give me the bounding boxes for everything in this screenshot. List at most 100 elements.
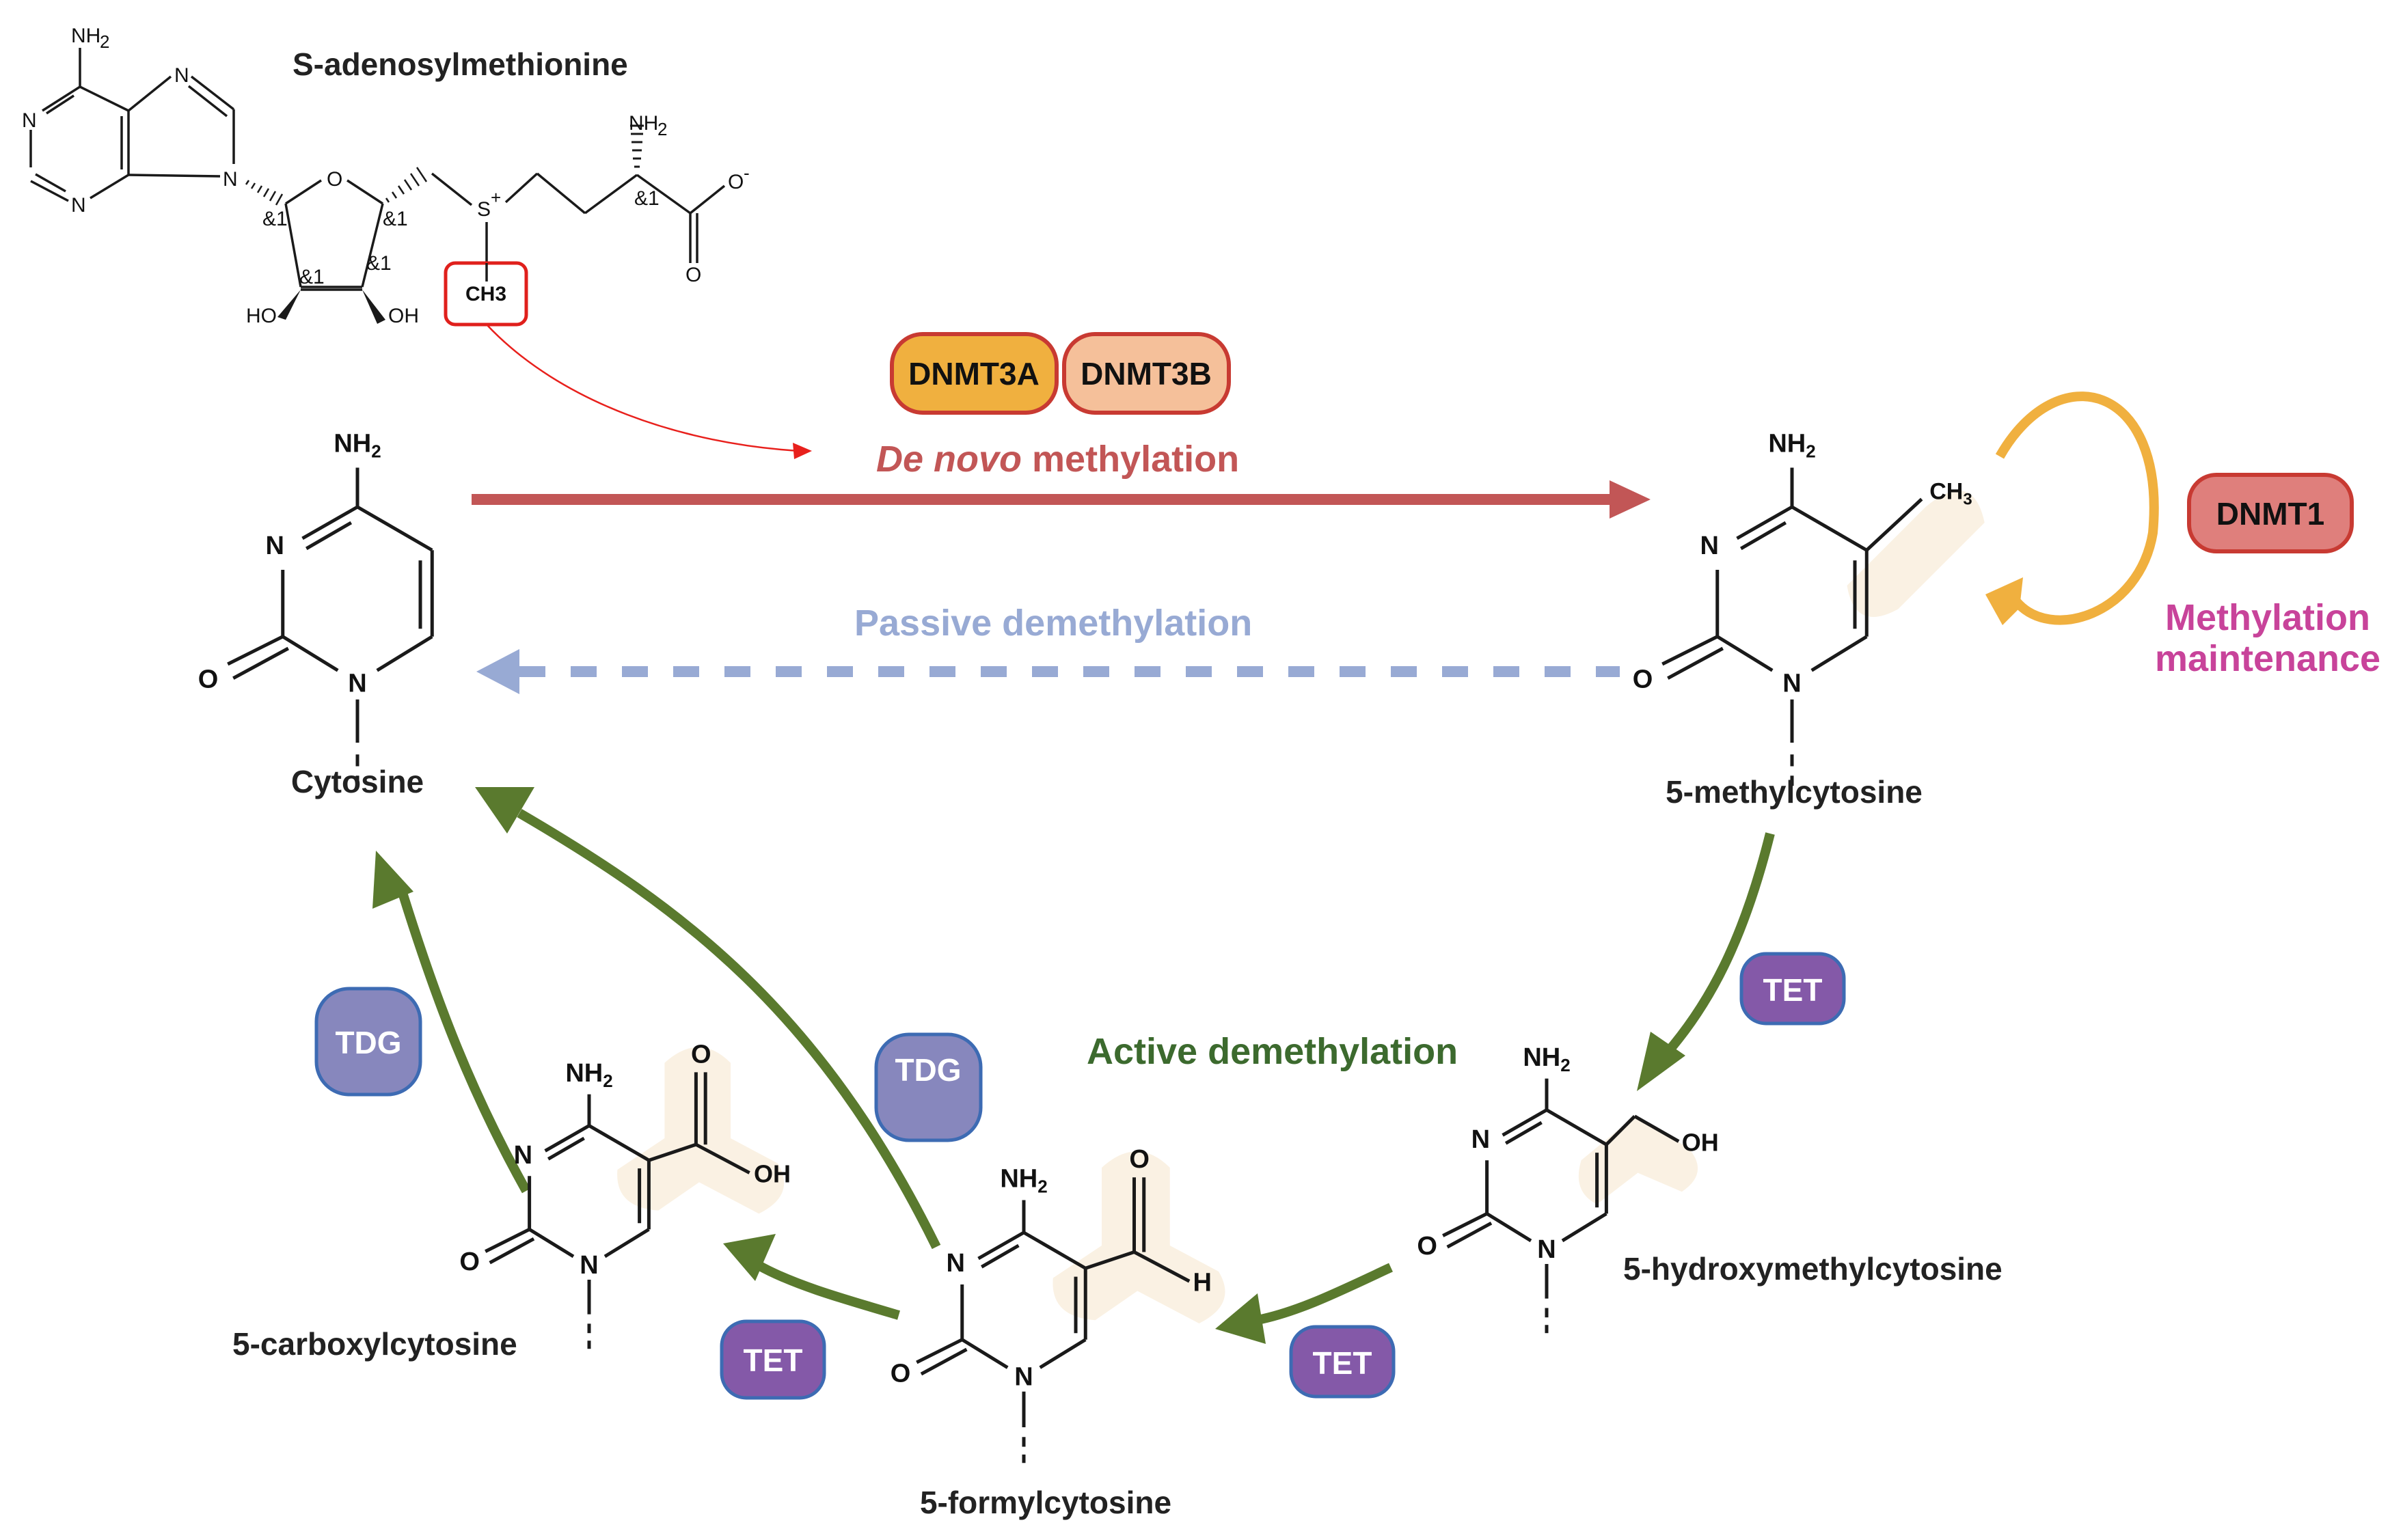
bond [227,635,284,666]
n3-label: N [947,1249,965,1278]
tdg-badge-2: TDG [874,1032,983,1142]
bond [282,635,339,672]
nh2-label: NH2 [1000,1165,1047,1197]
sam-nh2-sub: 2 [100,31,109,52]
sam-n3-label: N [71,194,86,217]
bond [544,1124,590,1153]
bond [980,1243,1020,1269]
bond [1442,1212,1488,1237]
substituent-highlight [617,1047,785,1214]
o2-label: O [198,665,219,694]
tdg-label-1: TDG [335,1025,401,1060]
bond [528,1228,575,1259]
bond [485,1228,530,1253]
n1-label: N [348,669,366,698]
n1-label: N [1537,1235,1556,1264]
passive-demethylation-arrow [476,649,1620,694]
aldehyde-h-label: H [1193,1269,1212,1297]
sam-structure: S-adenosylmethionine [22,25,750,327]
tet-badge-3: TET [720,1319,826,1400]
bond [232,646,289,680]
bond [603,1228,650,1259]
bond [588,1124,650,1162]
bond [1865,497,1923,552]
dnmt3b-label: DNMT3B [1081,356,1212,391]
molecule-name-cytosine: Cytosine [291,764,424,799]
bond [961,1338,1009,1369]
sam-oh-label: OH [388,305,419,327]
bond [1739,521,1787,551]
bond [1661,635,1718,666]
n1-label: N [580,1251,598,1280]
tdg-label-2: TDG [895,1052,961,1088]
sam-nh2-side-sub: 2 [657,119,667,139]
molecule-name-hmc: 5-hydroxymethylcytosine [1623,1251,2002,1287]
sam-s-charge: + [491,187,501,208]
sam-stereo-3: &1 [299,266,325,288]
passive-demethylation-label: Passive demethylation [854,603,1252,644]
bond [920,1347,968,1376]
n1-label: N [1014,1362,1033,1391]
sam-n7-label: N [174,64,189,87]
maintenance-loop-arrow [1985,391,2159,625]
sam-o-charge: - [744,163,750,183]
methyl-label: CH3 [1929,479,1972,509]
o2-label: O [459,1248,480,1276]
maintenance-label-line2: maintenance [2155,638,2380,679]
bond [916,1338,963,1364]
nh2-label: NH2 [565,1059,612,1091]
de-novo-rest: methylation [1022,439,1239,480]
sam-n9-label: N [223,168,238,191]
carbonyl-o-label: O [1129,1145,1150,1174]
bond [376,635,433,672]
carboxyl-oh-label: OH [754,1159,791,1187]
sam-methyl-box: CH3 [444,261,528,327]
sam-s-label: S [477,198,491,221]
maintenance-label-line1: Methylation [2165,597,2370,638]
bond [1504,1120,1543,1145]
bond [648,1142,697,1162]
tdg-badge-1: TDG [314,987,422,1097]
arrow-5mc-to-5hmc [1637,832,1775,1091]
sam-ho-label: HO [246,305,277,327]
arrow-5fc-to-cytosine [475,787,941,1250]
dnmt1-label: DNMT1 [2216,496,2324,532]
active-arrows [372,787,1775,1344]
tet-badge-2: TET [1289,1325,1396,1399]
dnmt3a-badge: DNMT3A [890,332,1059,415]
arrow-5hmc-to-5fc [1215,1263,1393,1344]
bond [547,1136,585,1161]
sam-stereo-1: &1 [262,208,288,230]
bond [356,505,433,552]
bond [1133,1250,1191,1283]
molecule-name-mc: 5-methylcytosine [1666,774,1923,810]
sam-stereo-2: &1 [383,208,408,230]
o2-label: O [1417,1232,1437,1261]
bond [977,1230,1025,1261]
bond [1039,1338,1087,1369]
bond [1716,635,1774,672]
sam-n1-label: N [22,109,37,132]
bond [1502,1108,1548,1137]
methyl-transfer-arrow [486,324,812,459]
nh2-label: NH2 [334,430,381,462]
sam-nh2-label: NH [71,25,100,47]
bond [1791,505,1868,552]
nh2-label: NH2 [1523,1043,1570,1075]
tet-label-2: TET [1313,1345,1372,1381]
sam-bonds [29,48,726,324]
bond [1667,646,1724,680]
sam-ring-o-label: O [327,168,342,191]
sam-nh2-side-label: NH [629,112,658,135]
active-demethylation-label: Active demethylation [1087,1031,1458,1072]
bond [489,1237,535,1265]
bond [695,1142,750,1174]
molecules: NH2NNONH2NNOCH3NH2NNOOHNH2NNOOHNH2NNOOOH… [198,430,2002,1521]
dnmt1-badge: DNMT1 [2187,473,2354,553]
carbonyl-o-label: O [691,1041,711,1069]
